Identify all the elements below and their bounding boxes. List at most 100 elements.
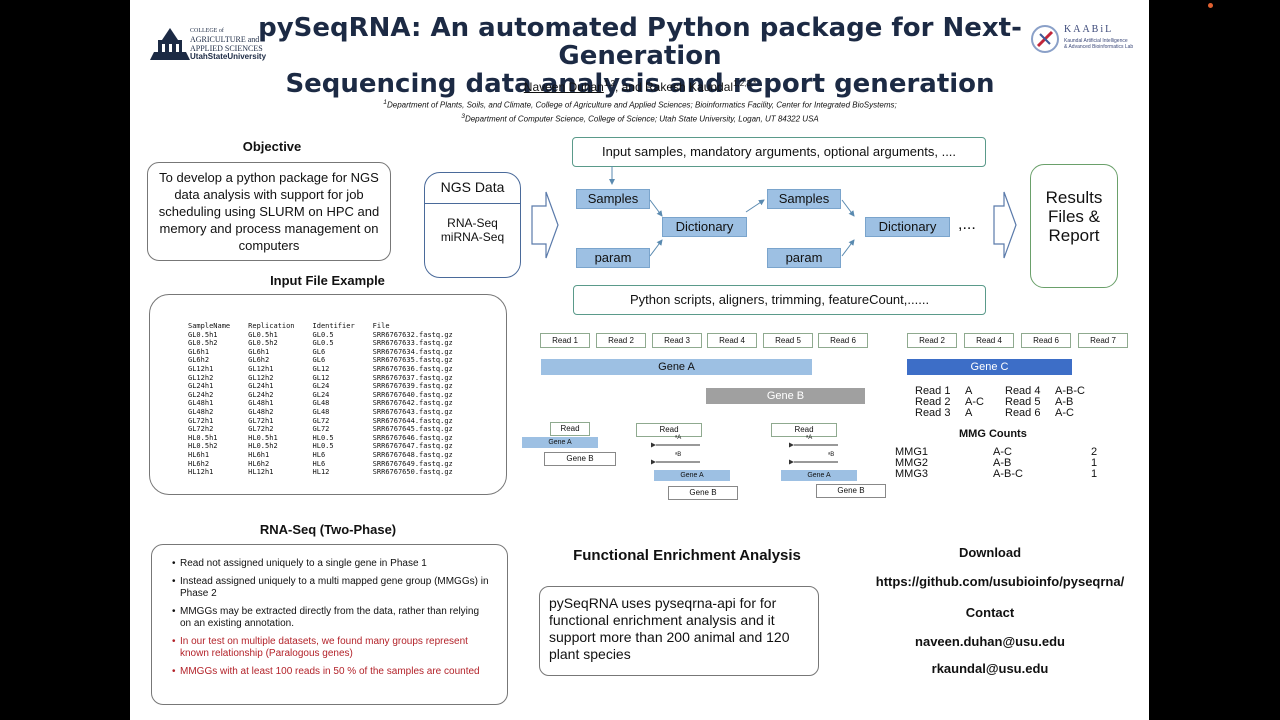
logo-left-line4: UtahStateUniversity bbox=[190, 52, 267, 61]
table-cell: Read 4 bbox=[1005, 385, 1041, 397]
functional-heading: Functional Enrichment Analysis bbox=[573, 547, 801, 564]
param-2: param bbox=[767, 248, 841, 268]
logo-left-line3: APPLIED SCIENCES bbox=[190, 44, 263, 53]
read-box: Read 6 bbox=[818, 333, 868, 348]
mmg-heading: MMG Counts bbox=[959, 428, 1027, 440]
kaabil-emblem-icon bbox=[1031, 25, 1059, 53]
gene-a-bar: Gene A bbox=[541, 359, 812, 375]
table-cell: SRR6767634.fastq.gz bbox=[372, 347, 453, 356]
kaabil-sub2: & Advanced Bioinformatics Lab bbox=[1064, 44, 1134, 50]
table-cell: GL12h2 bbox=[248, 373, 274, 382]
table-cell: GL24 bbox=[312, 390, 330, 399]
table-cell: Read 3 bbox=[915, 407, 951, 419]
mini-read-3: Read bbox=[771, 423, 837, 437]
table-cell: GL12 bbox=[312, 364, 330, 373]
table-cell: A-B bbox=[1055, 396, 1074, 408]
table-cell: A bbox=[965, 385, 973, 397]
table-cell: SRR6767645.fastq.gz bbox=[372, 425, 453, 434]
param-1: param bbox=[576, 248, 650, 268]
usu-logo: COLLEGE of AGRICULTURE and APPLIED SCIEN… bbox=[148, 26, 268, 66]
rnaseq-box: Read not assigned uniquely to a single g… bbox=[151, 544, 508, 705]
table-cell: HL0.5h1 bbox=[248, 433, 278, 442]
author2-sup: 1,2,3,* bbox=[733, 79, 757, 88]
download-heading: Download bbox=[958, 545, 1022, 560]
mini-gene-b-3: Gene B bbox=[816, 484, 886, 498]
bullet-item: MMGGs with at least 100 reads in 50 % of… bbox=[172, 666, 492, 678]
table-cell: GL6 bbox=[312, 347, 326, 356]
table-cell: A bbox=[965, 407, 973, 419]
table-cell: GL12h1 bbox=[188, 364, 214, 373]
table-cell: SRR6767647.fastq.gz bbox=[372, 442, 453, 451]
table-cell: SRR6767635.fastq.gz bbox=[372, 356, 453, 365]
kaabil-name: KAABiL bbox=[1064, 24, 1114, 35]
table-cell: GL6h1 bbox=[248, 347, 270, 356]
building-icon bbox=[150, 28, 190, 60]
read-box: Read 4 bbox=[964, 333, 1014, 348]
read-box: Read 7 bbox=[1078, 333, 1128, 348]
right-arrow-icon-2 bbox=[993, 191, 1017, 259]
email-2[interactable]: rkaundal@usu.edu bbox=[931, 661, 1049, 676]
objective-text: To develop a python package for NGS data… bbox=[158, 170, 380, 253]
table-cell: MMG3 bbox=[895, 468, 928, 480]
table-cell: A-C bbox=[965, 396, 984, 408]
affil-line2: Department of Computer Science, College … bbox=[464, 114, 819, 124]
table-cell: GL48h2 bbox=[188, 407, 214, 416]
table-cell: SRR6767644.fastq.gz bbox=[372, 416, 453, 425]
table-cell: SRR6767639.fastq.gz bbox=[372, 382, 453, 391]
table-header-cell: SampleName bbox=[188, 322, 231, 330]
poster-title: pySeqRNA: An automated Python package fo… bbox=[250, 14, 1030, 98]
functional-box: pySeqRNA uses pyseqrna-api for for funct… bbox=[539, 586, 819, 676]
table-cell: GL72 bbox=[312, 416, 330, 425]
table-cell: 1 bbox=[1091, 468, 1098, 480]
table-cell: SRR6767632.fastq.gz bbox=[372, 330, 453, 339]
table-cell: HL6h1 bbox=[188, 450, 210, 459]
table-cell: A-C bbox=[1055, 407, 1074, 419]
table-cell: SRR6767642.fastq.gz bbox=[372, 399, 453, 408]
cursor-dot bbox=[1208, 3, 1213, 8]
table-cell: GL24h1 bbox=[188, 382, 214, 391]
email-1[interactable]: naveen.duhan@usu.edu bbox=[915, 634, 1065, 649]
read-box: Read 2 bbox=[907, 333, 957, 348]
author1: Naveen Duhan bbox=[523, 80, 604, 94]
mini-gene-a-1: Gene A bbox=[522, 437, 598, 448]
bullet-item: MMGGs may be extracted directly from the… bbox=[172, 606, 492, 630]
table-cell: GL72h2 bbox=[248, 425, 274, 434]
mini-pb-3: ᵃB bbox=[828, 452, 835, 458]
table-cell: A-B-C bbox=[993, 468, 1023, 480]
table-cell: GL6h2 bbox=[248, 356, 270, 365]
table-cell: HL0.5 bbox=[312, 433, 334, 442]
table-cell: A-B-C bbox=[1055, 385, 1085, 397]
table-header-cell: Replication bbox=[248, 322, 295, 330]
bullet-item: In our test on multiple datasets, we fou… bbox=[172, 636, 492, 660]
table-cell: HL6 bbox=[312, 459, 326, 468]
table-cell: HL6h1 bbox=[248, 450, 270, 459]
download-link[interactable]: https://github.com/usubioinfo/pyseqrna/ bbox=[875, 574, 1125, 589]
logo-left-line1: COLLEGE of bbox=[190, 28, 224, 34]
table-cell: HL0.5 bbox=[312, 442, 334, 451]
table-cell: GL72h2 bbox=[188, 425, 214, 434]
table-cell: HL12h1 bbox=[188, 468, 214, 477]
table-cell: HL0.5h1 bbox=[188, 433, 218, 442]
table-cell: SRR6767646.fastq.gz bbox=[372, 433, 453, 442]
mini-read-1: Read bbox=[550, 422, 590, 436]
table-cell: SRR6767637.fastq.gz bbox=[372, 373, 453, 382]
results-label: Results Files & Report bbox=[1045, 188, 1103, 245]
table-cell: GL6 bbox=[312, 356, 326, 365]
table-cell: SRR6767633.fastq.gz bbox=[372, 339, 453, 348]
gene-b-bar: Gene B bbox=[706, 388, 865, 404]
title-line2: Sequencing data analysis and report gene… bbox=[285, 69, 995, 99]
table-cell: GL12 bbox=[312, 373, 330, 382]
table-header-cell: File bbox=[372, 322, 390, 330]
input-args-label: Input samples, mandatory arguments, opti… bbox=[601, 144, 957, 159]
